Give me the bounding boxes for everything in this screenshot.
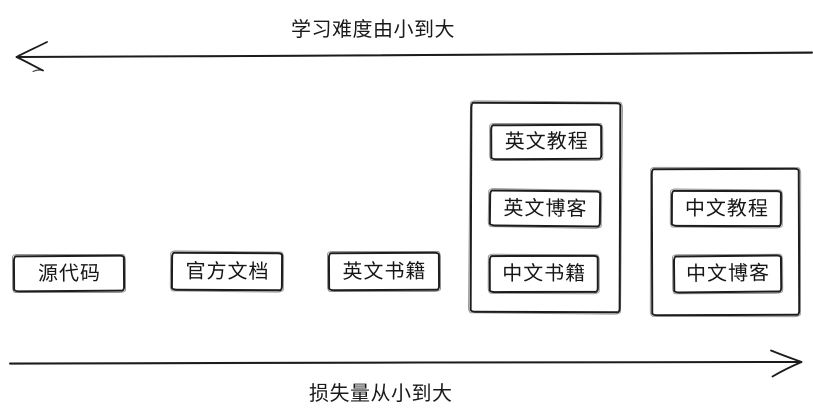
- bottom-axis-label: 损失量从小到大: [309, 383, 453, 405]
- node-english-books: 英文书籍: [327, 251, 441, 292]
- group-english-resources: 英文教程 英文博客 中文书籍: [469, 101, 622, 314]
- node-chinese-blogs-label: 中文博客: [685, 262, 771, 286]
- node-english-tutorials: 英文教程: [490, 123, 603, 161]
- node-source-code-label: 源代码: [37, 262, 102, 285]
- top-axis-label: 学习难度由小到大: [291, 19, 455, 41]
- node-official-docs-label: 官方文档: [185, 260, 270, 283]
- group-chinese-resources: 中文教程 中文博客: [650, 167, 801, 317]
- node-chinese-books: 中文书籍: [488, 254, 599, 294]
- node-english-blogs-label: 英文博客: [503, 197, 588, 220]
- node-official-docs: 官方文档: [170, 251, 284, 292]
- node-source-code: 源代码: [12, 254, 126, 293]
- node-english-books-label: 英文书籍: [342, 260, 427, 283]
- node-chinese-blogs: 中文博客: [672, 254, 783, 294]
- node-chinese-tutorials: 中文教程: [670, 189, 782, 228]
- node-english-blogs: 英文博客: [488, 189, 602, 228]
- node-chinese-tutorials-label: 中文教程: [684, 197, 769, 220]
- top-arrow-left-icon: [15, 41, 813, 73]
- node-chinese-books-label: 中文书籍: [502, 262, 587, 286]
- node-english-tutorials-label: 英文教程: [504, 130, 589, 154]
- bottom-arrow-right-icon: [9, 349, 803, 378]
